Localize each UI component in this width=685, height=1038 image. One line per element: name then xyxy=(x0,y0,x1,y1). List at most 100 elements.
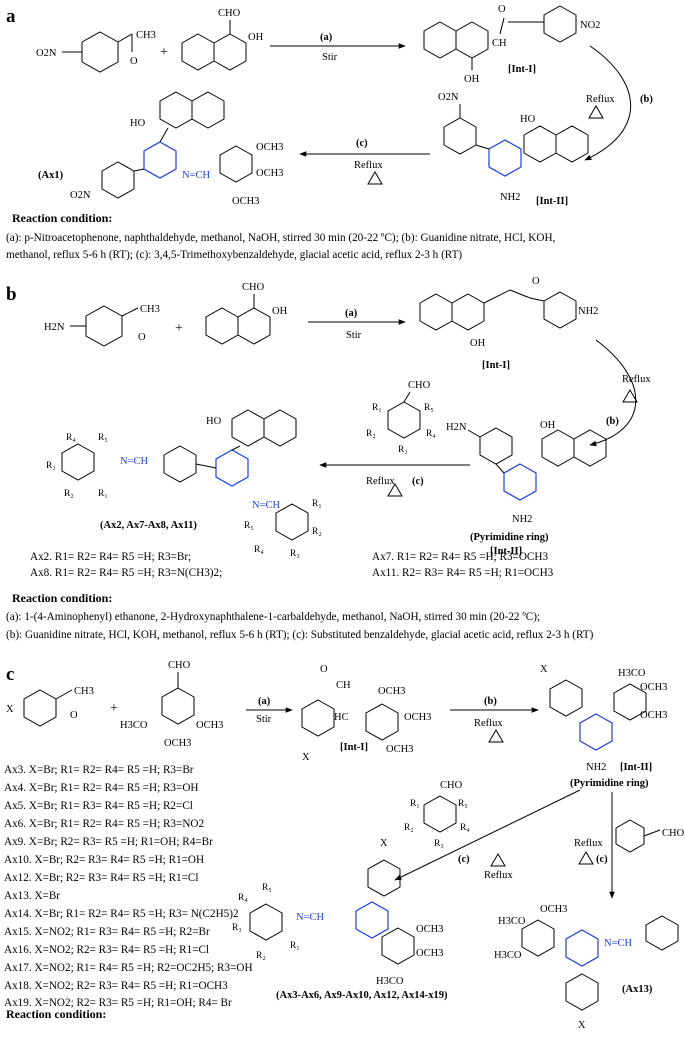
x-substituent-label: X xyxy=(380,838,388,849)
reflux-label: Reflux xyxy=(354,160,383,171)
r2-label: R₂ xyxy=(64,489,74,499)
methoxy-label: OCH3 xyxy=(416,924,443,935)
int2-label: [Int-II] xyxy=(536,196,568,207)
heat-triangle xyxy=(387,483,403,497)
amine-label: NH2 xyxy=(512,514,532,525)
heat-triangle xyxy=(588,105,604,119)
imine-label: N=CH xyxy=(252,500,281,511)
hydroxyl-label: HO xyxy=(130,118,146,129)
aldehyde-label: CHO xyxy=(168,660,191,671)
methoxy-label: OCH3 xyxy=(164,738,191,749)
ch-label: CH xyxy=(492,38,507,49)
panel-b-letter: b xyxy=(6,284,17,305)
condition-title: Reaction condition: xyxy=(6,1007,106,1021)
reactant-nitroacetophenone: CH3 O O2N xyxy=(36,30,156,73)
r1-label: R₁ xyxy=(372,403,382,413)
compound-entry: Ax16. X=NO2; R2= R3= R4= R5 =H; R1=Cl xyxy=(4,944,209,956)
r5-label: R₅ xyxy=(262,883,272,893)
imine-label: N=CH xyxy=(120,456,149,467)
r1-label: R₁ xyxy=(98,489,108,499)
compound-entry: Ax17. X=NO2; R1= R4= R5 =H; R2=OC2H5; R3… xyxy=(4,962,253,974)
stir-label: Stir xyxy=(256,714,272,725)
aldehyde-label: CHO xyxy=(440,780,463,791)
amine-label: NH2 xyxy=(500,192,520,203)
imine-label: N=CH xyxy=(296,912,325,923)
methoxy-label: OCH3 xyxy=(386,744,413,755)
hydroxyl-label: OH xyxy=(470,338,486,349)
r1-label: R₁ xyxy=(290,941,300,951)
oxygen-label: O xyxy=(320,664,328,675)
compound-entry: Ax14. X=Br; R1= R2= R4= R5 =H; R3= N(C2H… xyxy=(4,908,239,920)
step-c-label: (c) xyxy=(356,138,368,149)
intermediate-two-b: H2N NH2 OH (Pyrimidine ring) [Int-II] xyxy=(446,420,607,557)
product-label: (Ax2, Ax7-Ax8, Ax11) xyxy=(100,520,197,531)
nitro-label: O2N xyxy=(36,48,57,59)
step-b-label: (b) xyxy=(606,416,619,427)
methoxy-label: H3CO xyxy=(376,976,404,987)
compound-entry: Ax11. R2= R3= R4= R5 =H; R1=OCH3 xyxy=(372,567,554,579)
r1-label: R₁ xyxy=(410,799,420,809)
compound-entry: Ax6. X=Br; R1= R2= R4= R5 =H; R3=NO2 xyxy=(4,818,204,830)
r2-label: R₂ xyxy=(312,527,322,537)
r5-label: R₅ xyxy=(424,403,434,413)
reagent-substituted-benzaldehyde: CHO R₁ R₅ R₂ R₄ R₃ xyxy=(366,380,436,455)
methoxy-label: H3CO xyxy=(120,720,148,731)
r3-label: R₃ xyxy=(434,839,444,849)
compound-entry: Ax15. X=NO2; R1= R3= R4= R5 =H; R2=Br xyxy=(4,926,210,938)
methyl-label: CH3 xyxy=(140,304,160,315)
x-substituent-label: X xyxy=(578,1020,586,1031)
nitro-label: NO2 xyxy=(580,20,600,31)
stir-label: Stir xyxy=(346,330,362,341)
x-substituent-label: X xyxy=(540,664,548,675)
heat-triangle xyxy=(367,171,383,185)
r4-label: R₄ xyxy=(254,545,264,555)
step-a-label: (a) xyxy=(320,32,333,43)
step-c-label: (c) xyxy=(596,854,608,865)
int1-label: [Int-I] xyxy=(508,64,536,75)
stir-label: Stir xyxy=(322,52,338,63)
x-substituent-label: X xyxy=(6,704,14,715)
methoxy-label: OCH3 xyxy=(378,686,405,697)
r2-label: R₂ xyxy=(366,429,376,439)
r1-label: R₁ xyxy=(312,499,322,509)
r3-label: R₃ xyxy=(46,461,56,471)
product-ax2-series: HO N=CH R₄ R₅ R₃ R₂ R₁ N=CH R₁ R₂ R₃ R₅ … xyxy=(46,409,322,559)
hydroxyl-label: OH xyxy=(248,32,264,43)
aldehyde-label: CHO xyxy=(218,8,241,19)
plus-sign-b: + xyxy=(175,321,183,336)
product-label: (Ax1) xyxy=(38,170,64,181)
compound-entry: Ax18. X=NO2; R2= R3= R4= R5 =H; R1=OCH3 xyxy=(4,980,228,992)
reactant-hydroxynaphthaldehyde-b: CHO OH xyxy=(205,282,288,345)
step-b-label: (b) xyxy=(640,94,653,105)
nitro-label: O2N xyxy=(70,190,91,201)
r5-label: R₅ xyxy=(98,433,108,443)
step-c-label: (c) xyxy=(458,854,470,865)
heat-triangle xyxy=(578,851,594,865)
r4-label: R₄ xyxy=(460,823,470,833)
step-b-label: (b) xyxy=(484,696,497,707)
panel-a: a CH3 O O2N + CHO OH (a) Stir xyxy=(6,4,653,261)
aldehyde-label: CHO xyxy=(662,828,685,839)
heat-triangle xyxy=(622,389,638,403)
oxygen-label: O xyxy=(130,56,138,67)
methoxy-label: OCH3 xyxy=(256,142,283,153)
intermediate-two-c: X NH2 H3CO OCH3 OCH3 [Int-II] (Pyrimidin… xyxy=(540,664,667,789)
amine-label: NH2 xyxy=(586,762,606,773)
arrow-step-b xyxy=(584,45,632,161)
amine-label: H2N xyxy=(44,322,65,333)
heat-triangle xyxy=(488,729,504,743)
step-c-label: (c) xyxy=(412,476,424,487)
methoxy-label: H3CO xyxy=(494,950,522,961)
nitro-label: O2N xyxy=(438,92,459,103)
hydroxyl-label: HO xyxy=(206,416,222,427)
aldehyde-label: CHO xyxy=(242,282,265,293)
amine-label: H2N xyxy=(446,422,467,433)
plus-sign-c: + xyxy=(110,701,118,716)
intermediate-two-a: O2N NH2 HO [Int-II] xyxy=(438,92,589,207)
int1-label: [Int-I] xyxy=(482,360,510,371)
r3-label: R₃ xyxy=(290,549,300,559)
condition-line: (a): 1-(4-Aminophenyl) ethanone, 2-Hydro… xyxy=(6,611,540,623)
compound-entry: Ax7. R1= R2= R4= R5 =H; R3=OCH3 xyxy=(372,551,548,563)
methyl-label: CH3 xyxy=(74,686,94,697)
